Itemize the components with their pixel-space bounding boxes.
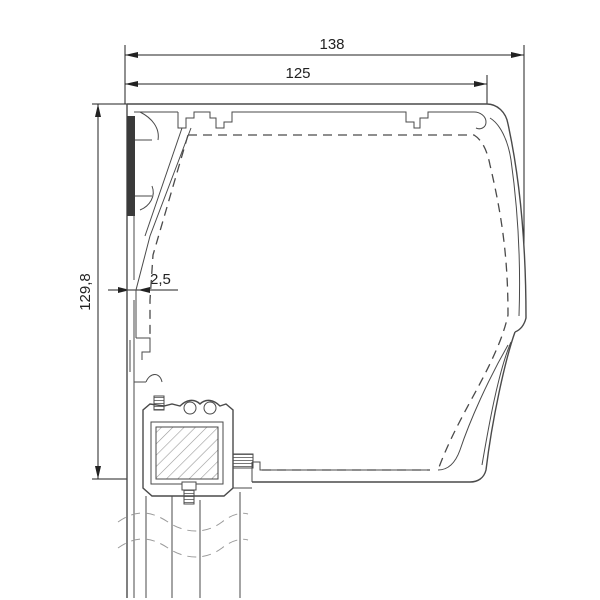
wall-thickness-dimension: 2,5 <box>108 271 178 293</box>
height-label: 129,8 <box>77 273 94 311</box>
guide-strip <box>127 111 159 216</box>
arrow-right-icon <box>474 81 487 87</box>
arrow-left-icon <box>138 287 150 293</box>
arrow-left-icon <box>125 81 138 87</box>
arrow-right-icon <box>118 287 130 293</box>
axle-profile <box>142 395 254 505</box>
arrow-down-icon <box>95 466 101 479</box>
inner-width-label: 125 <box>285 65 310 82</box>
overall-width-dimension: 138 <box>124 36 525 245</box>
inner-width-dimension: 125 <box>125 65 488 104</box>
connector-icon <box>232 453 254 469</box>
arrow-right-icon <box>511 52 524 58</box>
screw-icon <box>183 489 195 505</box>
window-frame-section <box>117 492 249 598</box>
arrow-up-icon <box>95 104 101 117</box>
box-housing <box>126 103 527 598</box>
overall-width-label: 138 <box>319 36 344 53</box>
wall-thickness-label: 2,5 <box>150 271 171 288</box>
arrow-left-icon <box>125 52 138 58</box>
screw-icon <box>153 395 165 411</box>
height-dimension: 129,8 <box>77 103 127 480</box>
